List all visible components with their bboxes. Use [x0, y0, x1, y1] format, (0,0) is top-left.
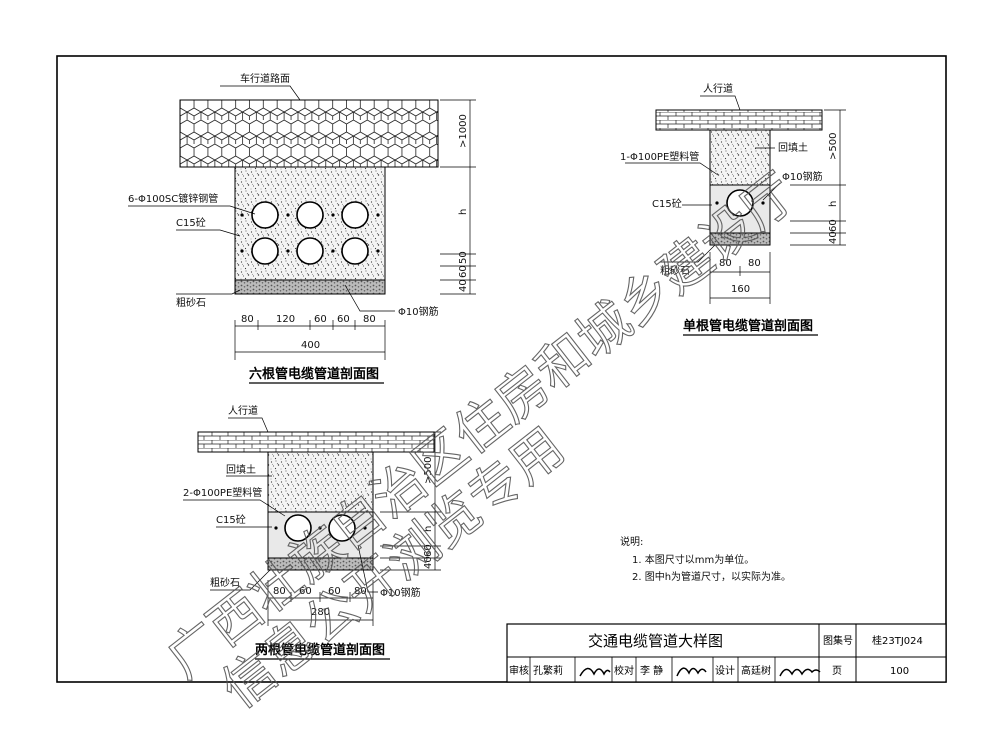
notes-heading: 说明: [620, 535, 643, 548]
six-dim-bottom: 120 [276, 314, 295, 325]
single-dim-right: 60 [828, 219, 839, 232]
six-road-label: 车行道路面 [240, 72, 290, 85]
two-backfill-label: 回填土 [226, 463, 256, 476]
page-number: 100 [890, 666, 909, 677]
two-total-width: 280 [311, 607, 330, 618]
pipe [296, 237, 324, 265]
atlas-number: 桂23TJ024 [872, 634, 923, 647]
six-section-title: 六根管电缆管道剖面图 [249, 366, 379, 382]
two-section-title: 两根管电缆管道剖面图 [255, 642, 385, 658]
six-gravel-label: 粗砂石 [176, 296, 206, 309]
single-sidewalk-label: 人行道 [703, 82, 733, 95]
single-sidewalk [655, 109, 823, 131]
pipe [341, 201, 369, 229]
single-dim-right: h [828, 201, 839, 207]
six-dim-right: 40 [458, 279, 469, 292]
designer-label: 设计 [715, 664, 735, 677]
two-concrete-label: C15砼 [216, 513, 246, 526]
pipe [726, 189, 754, 217]
reviewer-name: 孔繁莉 [533, 664, 563, 677]
single-concrete-label: C15砼 [652, 197, 682, 210]
two-dim-right: >500 [423, 457, 434, 484]
single-total-width: 160 [731, 284, 750, 295]
drawing-title: 交通电缆管道大样图 [588, 632, 723, 650]
two-dim-right: 60 [423, 544, 434, 557]
single-pipe-label: 1-Φ100PE塑料管 [620, 150, 699, 163]
checker-label: 校对 [614, 664, 634, 677]
pipe [296, 201, 324, 229]
six-dim-bottom: 80 [363, 314, 376, 325]
single-dim-bottom: 80 [748, 258, 761, 269]
six-dim-right: 60 [458, 265, 469, 278]
single-rebar-label: Φ10钢筋 [782, 170, 823, 183]
single-dim-right: >500 [828, 133, 839, 160]
pipe [251, 237, 279, 265]
pipe [328, 514, 356, 542]
six-dim-right: 50 [458, 251, 469, 264]
six-dim-bottom: 80 [241, 314, 254, 325]
two-pipe-label: 2-Φ100PE塑料管 [183, 486, 262, 499]
road-pavement [179, 99, 439, 168]
notes: 说明: 1. 本图尺寸以mm为单位。 2. 图中h为管道尺寸，以实际为准。 [620, 535, 791, 583]
atlas-label: 图集号 [823, 634, 853, 647]
pipe [251, 201, 279, 229]
checker-name: 李 静 [640, 664, 663, 677]
two-dim-right: 40 [423, 556, 434, 569]
six-gravel-layer [234, 279, 386, 295]
two-gravel [267, 557, 374, 571]
two-dim-bottom: 80 [354, 586, 367, 597]
single-pipe-section: 人行道 回填土 1-Φ100PE塑料管 Φ10钢筋 C15砼 粗砂石 80 80… [620, 82, 846, 336]
single-dim-right: 40 [828, 231, 839, 244]
designer-name: 高廷树 [741, 664, 771, 677]
six-total-width: 400 [301, 340, 320, 351]
six-pipe-label: 6-Φ100SC镀锌钢管 [128, 192, 218, 205]
reviewer-signature [579, 667, 611, 677]
single-section-title: 单根管电缆管道剖面图 [683, 318, 813, 334]
single-gravel [709, 232, 771, 246]
two-backfill [267, 451, 374, 513]
single-gravel-label: 粗砂石 [660, 264, 690, 277]
six-pipe-section: 车行道路面 6-Φ100SC镀锌钢管 C15砼 粗砂石 Φ10钢筋 80 120… [128, 72, 476, 384]
two-sidewalk-label: 人行道 [228, 404, 258, 417]
reviewer-label: 审核 [509, 664, 529, 677]
two-concrete [267, 511, 374, 559]
two-dim-right: h [423, 526, 434, 532]
checker-signature [676, 667, 707, 677]
six-rebar-dots [240, 213, 380, 253]
title-block: 交通电缆管道大样图 图集号 桂23TJ024 页 100 审核 孔繁莉 校对 李… [506, 623, 947, 683]
single-dim-bottom: 80 [719, 258, 732, 269]
note-item: 2. 图中h为管道尺寸，以实际为准。 [632, 570, 791, 583]
six-pipes [251, 201, 369, 265]
sheet-border [56, 55, 947, 683]
two-pipe-section: 人行道 回填土 2-Φ100PE塑料管 C15砼 粗砂石 Φ10钢筋 80 60… [183, 404, 441, 660]
page-label: 页 [832, 665, 842, 677]
single-backfill-label: 回填土 [778, 141, 808, 154]
six-dim-right: h [458, 209, 469, 215]
six-concrete-label: C15砼 [176, 216, 206, 229]
six-rebar-label: Φ10钢筋 [398, 305, 439, 318]
two-gravel-label: 粗砂石 [210, 576, 240, 589]
two-dim-bottom: 80 [273, 586, 286, 597]
six-dim-right: >1000 [458, 114, 469, 148]
designer-signature [779, 668, 821, 677]
two-dim-bottom: 60 [328, 586, 341, 597]
six-dim-bottom: 60 [337, 314, 350, 325]
note-item: 1. 本图尺寸以mm为单位。 [632, 553, 754, 566]
pipe [284, 514, 312, 542]
two-rebar-label: Φ10钢筋 [380, 586, 421, 599]
six-dim-bottom: 60 [314, 314, 327, 325]
two-sidewalk [197, 431, 435, 453]
two-dim-bottom: 60 [299, 586, 312, 597]
pipe [341, 237, 369, 265]
